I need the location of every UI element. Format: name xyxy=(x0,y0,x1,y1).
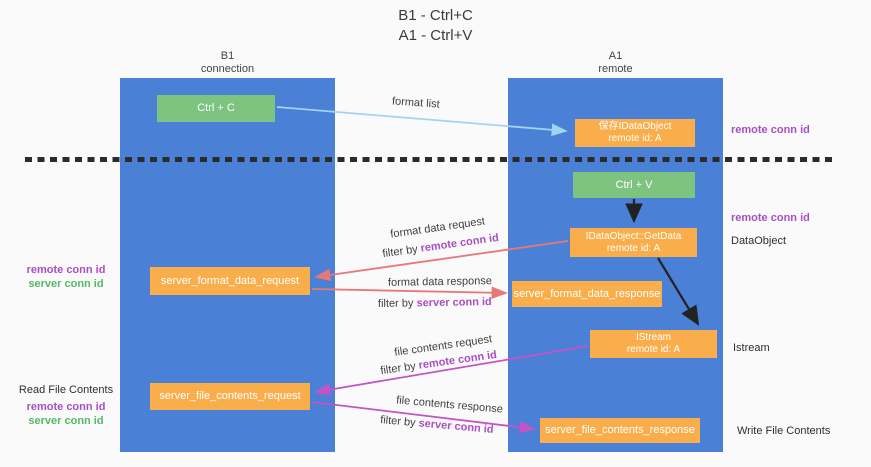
server-format-data-response-label: server_format_data_response xyxy=(513,287,661,300)
format-data-response-filter-label: filter by server conn id xyxy=(378,296,492,310)
remote-conn-id-label-top-right: remote conn id xyxy=(731,124,810,136)
getdata-line1: IDataObject::GetData xyxy=(585,230,682,242)
format-list-label: format list xyxy=(391,95,441,111)
server-conn-id-key: server conn id xyxy=(416,296,492,310)
server-format-data-request-label: server_format_data_request xyxy=(160,274,300,287)
file-contents-response-filter-label: filter by server conn id xyxy=(380,414,494,436)
file-contents-response-label: file contents response xyxy=(395,394,504,416)
filter-by-text: filter by xyxy=(379,414,420,430)
clipboard-boundary-dashed-line xyxy=(25,157,833,162)
lane-header-b1: B1 connection xyxy=(120,50,335,76)
save-idataobject-box: 保存IDataObject remote id: A xyxy=(575,119,695,147)
read-file-contents-label: Read File Contents xyxy=(18,384,114,396)
title-line-1: B1 - Ctrl+C xyxy=(398,7,473,24)
remote-conn-id-key: remote conn id xyxy=(419,231,500,255)
filter-by-text: filter by xyxy=(379,359,420,378)
remote-conn-id-label-left-bottom: remote conn id xyxy=(26,401,106,413)
server-conn-id-label-left-bottom: server conn id xyxy=(28,415,104,427)
read-file-contents-block: Read File Contents remote conn id server… xyxy=(16,383,116,428)
ctrl-c-label: Ctrl + C xyxy=(197,102,235,114)
remote-conn-id-label-left: remote conn id xyxy=(26,264,106,276)
ctrl-v-label: Ctrl + V xyxy=(615,178,653,191)
getdata-line2: remote id: A xyxy=(606,242,661,254)
filter-by-text: filter by xyxy=(377,297,417,310)
left-conn-id-labels: remote conn id server conn id xyxy=(16,263,116,291)
dataobject-label: DataObject xyxy=(731,235,787,247)
save-idataobject-line1: 保存IDataObject xyxy=(598,121,672,132)
server-file-contents-request-label: server_file_contents_request xyxy=(159,390,301,402)
server-file-contents-response-label: server_file_contents_response xyxy=(545,424,695,436)
server-conn-id-key: server conn id xyxy=(418,417,495,436)
server-format-data-response-box: server_format_data_response xyxy=(512,281,662,307)
server-conn-id-label-left: server conn id xyxy=(28,278,104,290)
lane-b1-subtitle: connection xyxy=(200,63,255,75)
istream-box: IStream remote id: A xyxy=(590,330,717,358)
filter-by-text: filter by xyxy=(381,242,422,261)
diagram-title: B1 - Ctrl+C A1 - Ctrl+V xyxy=(0,6,871,46)
ctrl-c-box: Ctrl + C xyxy=(157,95,275,122)
save-idataobject-line2: remote id: A xyxy=(608,133,662,144)
istream-line2: remote id: A xyxy=(626,344,681,355)
format-data-response-arrow xyxy=(311,286,508,300)
server-file-contents-request-box: server_file_contents_request xyxy=(150,383,310,410)
server-format-data-request-box: server_format_data_request xyxy=(150,267,310,295)
write-file-contents-label: Write File Contents xyxy=(737,425,831,437)
lane-a1-name: A1 xyxy=(608,50,623,62)
format-data-response-label: format data response xyxy=(387,275,493,289)
title-line-2: A1 - Ctrl+V xyxy=(398,27,473,44)
ctrl-v-box: Ctrl + V xyxy=(573,172,695,198)
lane-b1-name: B1 xyxy=(220,50,235,62)
istream-side-label: Istream xyxy=(733,342,770,354)
remote-conn-id-label-mid-right: remote conn id xyxy=(731,212,810,224)
lane-a1-subtitle: remote xyxy=(598,63,633,75)
idataobject-getdata-box: IDataObject::GetData remote id: A xyxy=(570,228,697,257)
server-file-contents-response-box: server_file_contents_response xyxy=(540,418,700,443)
lane-header-a1: A1 remote xyxy=(508,50,723,76)
istream-line1: IStream xyxy=(635,332,671,343)
